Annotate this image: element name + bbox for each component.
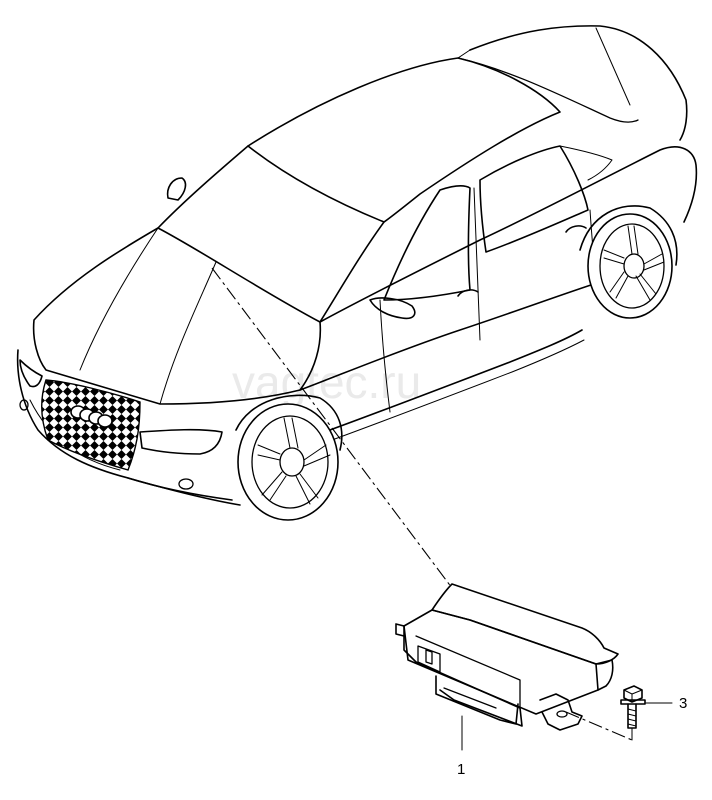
car-foglight-right xyxy=(178,478,194,490)
car-front-side-window xyxy=(383,185,471,301)
car-windshield xyxy=(157,145,385,323)
car-rear-wheel xyxy=(579,205,678,319)
watermark-text: vagtec.ru xyxy=(232,356,421,408)
car-door-line xyxy=(473,187,481,341)
car-mirror-left xyxy=(166,177,187,201)
car-rear-side-window xyxy=(479,145,589,253)
car-roof xyxy=(247,57,561,223)
car-front-wheel xyxy=(235,394,343,521)
callout-part-3: 3 xyxy=(679,695,687,712)
car-illustration xyxy=(16,25,698,521)
car-badge xyxy=(70,405,113,428)
leader-line-car-to-unit xyxy=(211,267,453,589)
car-foglight-left xyxy=(19,399,29,411)
callout-part-1: 1 xyxy=(457,761,465,778)
car-door-handle-front xyxy=(457,289,479,297)
car-trunk-lid xyxy=(469,25,688,141)
car-rear-window xyxy=(457,57,639,123)
screw-part xyxy=(620,685,646,729)
leader-line-bracket-to-screw xyxy=(565,711,633,741)
car-sill xyxy=(329,329,583,431)
control-unit-module xyxy=(395,583,619,731)
car-headlight-left xyxy=(19,359,43,388)
car-door-handle-rear xyxy=(565,225,587,233)
car-grille xyxy=(41,379,141,471)
car-front-bumper xyxy=(16,349,241,506)
car-body-side xyxy=(319,146,698,323)
car-headlight-right xyxy=(139,428,223,455)
car-mirror-right xyxy=(369,297,416,320)
